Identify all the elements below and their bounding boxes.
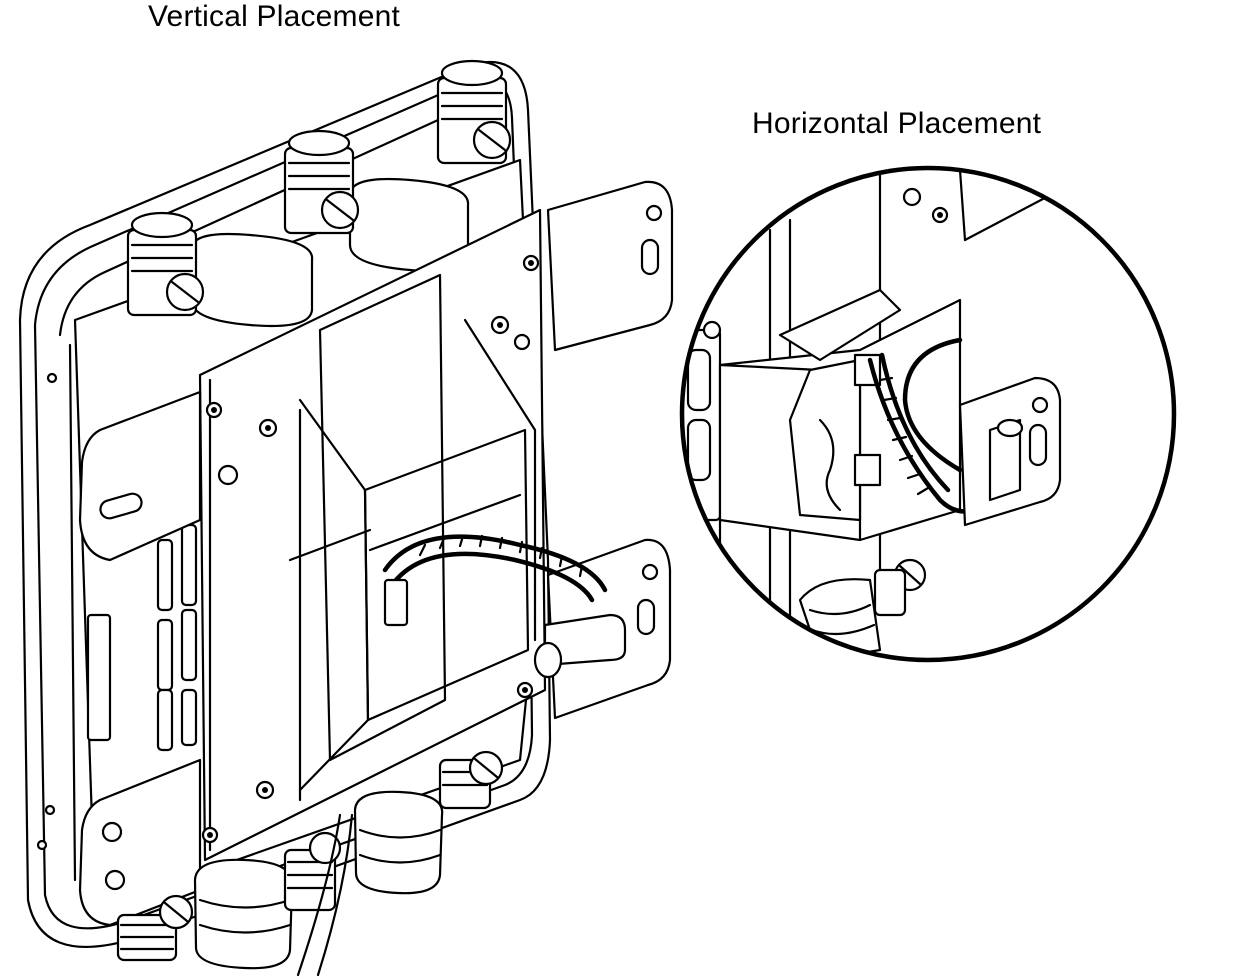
pipe-clamp — [382, 534, 627, 679]
vertical-placement-label: Vertical Placement — [148, 0, 401, 33]
mounting-screws — [201, 254, 540, 844]
horizontal-detail-circle — [679, 165, 1177, 663]
bottom-connectors — [116, 750, 504, 977]
cable — [296, 813, 342, 977]
mounting-plate — [198, 208, 547, 862]
bracket-top-right — [546, 180, 674, 352]
detail-circle-outline — [679, 165, 1177, 663]
horizontal-placement-label: Horizontal Placement — [752, 107, 1042, 140]
access-point-vertical — [18, 59, 674, 977]
top-antenna-connectors — [126, 59, 512, 328]
